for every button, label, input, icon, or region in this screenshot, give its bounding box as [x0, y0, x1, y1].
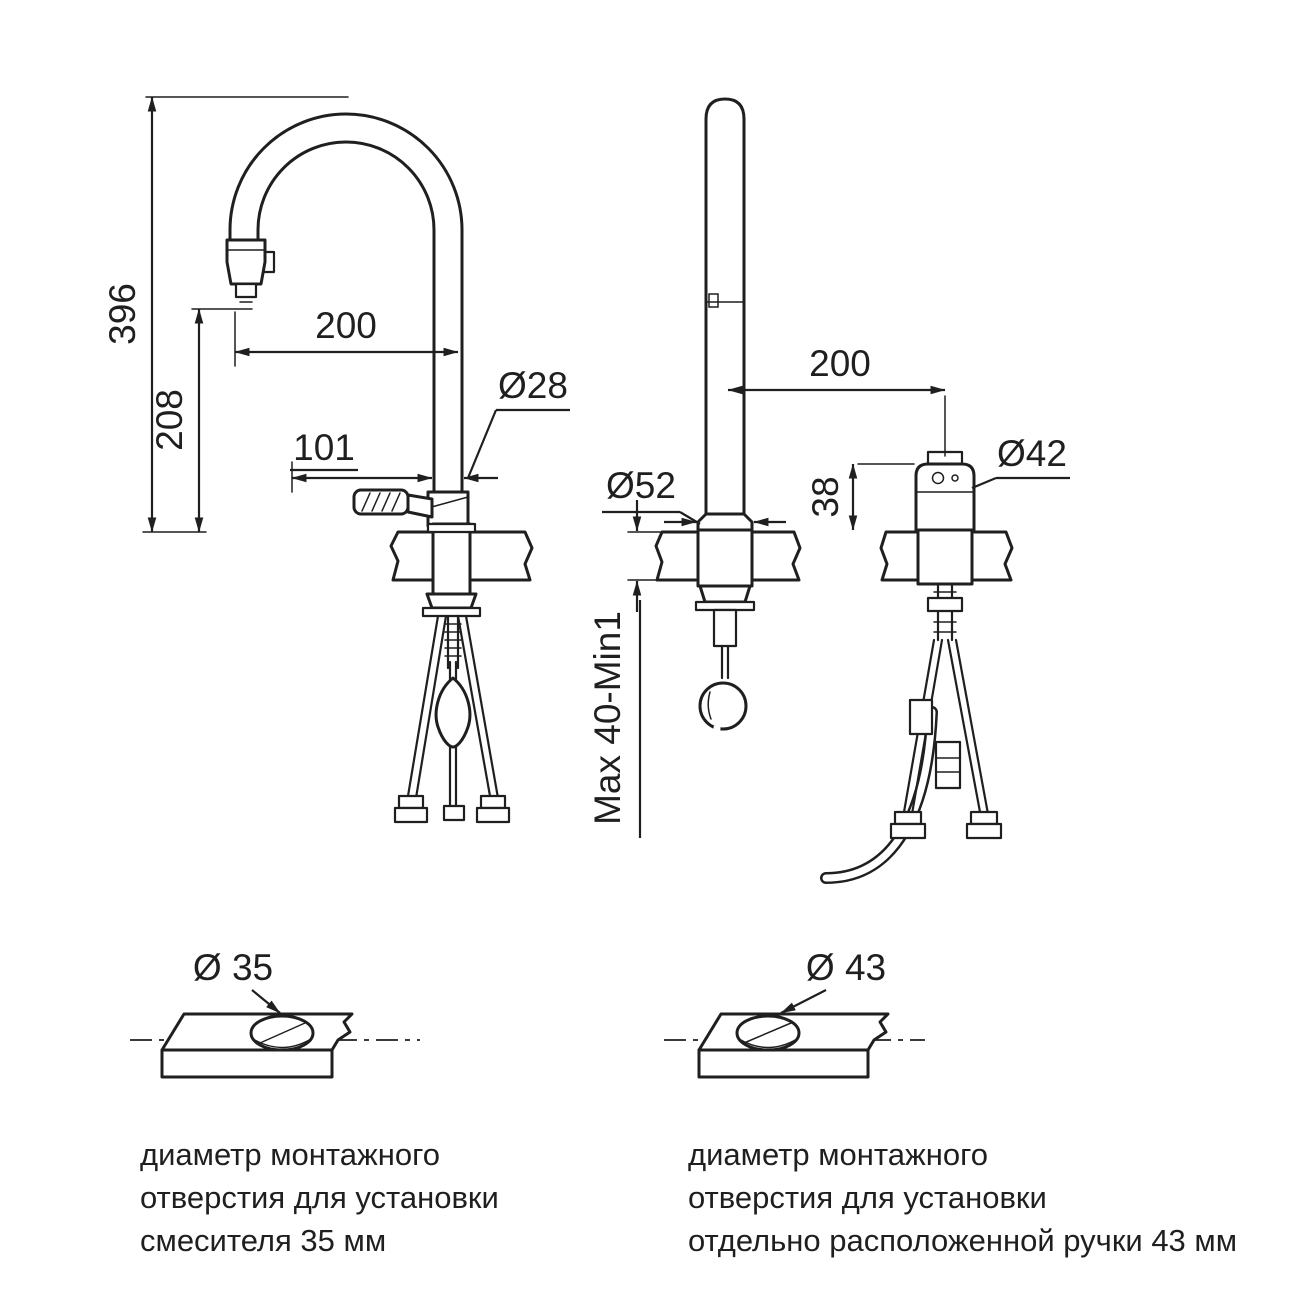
handle-knurling — [361, 492, 401, 512]
gooseneck-spout — [228, 112, 464, 494]
mixer-hole-detail: Ø 35 — [130, 947, 420, 1079]
right-faucet-view: 200 Ø52 38 Ø42 Max 40-Min1 — [587, 97, 1070, 884]
dim-spout-diameter: Ø28 — [498, 365, 568, 406]
spout-column — [696, 97, 754, 588]
mixer-body — [426, 490, 477, 596]
caption-line: смесителя 35 мм — [140, 1223, 386, 1258]
remote-handle — [914, 450, 976, 586]
handle-hole-detail: Ø 43 — [664, 947, 925, 1079]
dim-handle-diameter: Ø42 — [997, 433, 1067, 474]
caption-line: диаметр монтажного — [688, 1137, 988, 1172]
left-dimensions: 396 208 200 Ø28 101 — [102, 96, 570, 533]
caption-line: отверстия для установки — [140, 1180, 499, 1215]
caption-line: отверстия для установки — [688, 1180, 1047, 1215]
dim-base-diameter: Ø52 — [606, 465, 676, 506]
pullout-hose-weight — [434, 660, 472, 822]
mixer-handle — [352, 488, 434, 519]
right-dimensions: 200 Ø52 38 Ø42 Max 40-Min1 — [587, 343, 1070, 838]
dim-handle-height: 38 — [805, 476, 846, 517]
left-faucet-view: 396 208 200 Ø28 101 — [102, 96, 570, 824]
dim-total-height: 396 — [102, 283, 143, 345]
caption-line: диаметр монтажного — [140, 1137, 440, 1172]
dim-reach-left: 200 — [315, 305, 377, 346]
undercounter-handle-hardware — [889, 582, 1003, 840]
pullout-spray-head — [225, 238, 276, 303]
hole-diameter-label-mixer: Ø 35 — [193, 947, 273, 988]
dim-counter-thickness: Max 40-Min1 — [587, 611, 628, 825]
caption-mixer-hole: диаметр монтажного отверстия для установ… — [140, 1137, 499, 1258]
dim-handle-length: 101 — [293, 427, 355, 468]
dim-reach-right: 200 — [809, 343, 871, 384]
dim-spout-height: 208 — [149, 389, 190, 451]
caption-line: отдельно расположенной ручки 43 мм — [688, 1223, 1237, 1258]
undercounter-hardware — [393, 592, 511, 824]
caption-handle-hole: диаметр монтажного отверстия для установ… — [688, 1137, 1237, 1258]
hole-diameter-label-handle: Ø 43 — [806, 947, 886, 988]
supply-hoses — [393, 614, 511, 824]
